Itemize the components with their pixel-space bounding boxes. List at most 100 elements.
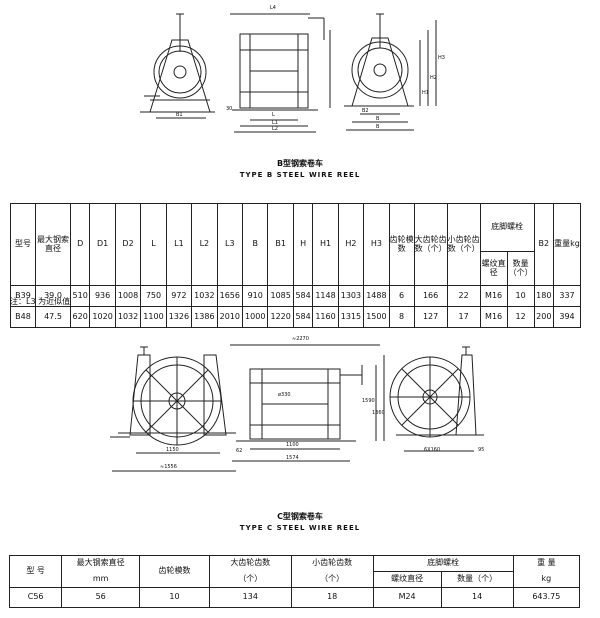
cell: 1032	[191, 285, 218, 307]
cell: 1326	[165, 306, 193, 328]
cell: 47.5	[35, 306, 71, 328]
cell: 1008	[114, 285, 142, 307]
header-d: D	[69, 203, 91, 286]
cell: 910	[242, 285, 269, 307]
cell: M16	[479, 285, 508, 307]
cell: 1315	[337, 306, 365, 328]
cell: 22	[446, 285, 481, 307]
header-anchor-bolt: 底脚螺栓	[479, 203, 535, 252]
cell: 584	[292, 306, 314, 328]
header-qty: 数量（个）	[440, 571, 514, 588]
header-l: L	[140, 203, 167, 286]
header-d1: D1	[89, 203, 116, 286]
cell: 18	[290, 587, 374, 608]
type-c-front-view	[230, 344, 385, 462]
type-c-drawings	[110, 344, 484, 472]
type-c-label-1360: 1360	[372, 410, 385, 416]
cell: 620	[69, 306, 91, 328]
header-model: 型 号	[8, 555, 63, 588]
type-b-label-l2: L2	[272, 126, 278, 132]
cell: 1500	[363, 306, 390, 328]
type-c-label-1100: 1100	[286, 442, 299, 448]
type-b-side-view-left	[140, 13, 215, 119]
header-big-gear-unit: （个）	[208, 571, 292, 588]
cell: 643.75	[512, 587, 581, 608]
cell: 6	[388, 285, 415, 307]
cell: 1303	[337, 285, 365, 307]
type-b-front-view	[230, 13, 331, 133]
cell: 10	[506, 285, 535, 307]
table-row: B48 47.5 620 1020 1032 1100 1326 1386 20…	[10, 306, 581, 328]
type-b-note: 注：L3 为近似值	[10, 297, 71, 306]
header-weight: 重量kg	[553, 203, 581, 286]
type-c-label-330: ø330	[278, 392, 291, 398]
type-b-label-l1: L1	[272, 120, 278, 126]
type-c-label-6x160: 6X160	[424, 447, 441, 453]
cell: 166	[413, 285, 448, 307]
header-b1: B1	[267, 203, 294, 286]
header-max-dia-unit: mm	[61, 571, 141, 588]
cell: 127	[413, 306, 448, 328]
type-c-spec-table: 型 号 最大钢索直径 齿轮模数 大齿轮齿数 小齿轮齿数 底脚螺栓 重 量 mm …	[8, 555, 581, 608]
cell: 1386	[191, 306, 218, 328]
type-b-label-l4: L4	[270, 5, 276, 11]
cell: 1148	[312, 285, 339, 307]
cell: 180	[533, 285, 555, 307]
type-c-label-62: 62	[236, 448, 243, 454]
header-b2: B2	[533, 203, 555, 286]
header-anchor-bolt: 底脚螺栓	[372, 555, 514, 572]
cell: 10	[139, 587, 210, 608]
type-b-label-b-outer: B	[376, 124, 380, 130]
cell: 394	[553, 306, 581, 328]
header-big-gear: 大齿轮齿数	[208, 555, 292, 572]
type-c-label-95: 95	[478, 447, 485, 453]
header-h2: H2	[337, 203, 365, 286]
type-c-side-view-left	[110, 346, 236, 472]
header-h3: H3	[363, 203, 390, 286]
header-thread-dia: 螺纹直径	[479, 251, 508, 286]
type-c-side-view-right	[389, 346, 484, 452]
type-b-side-view-right	[344, 13, 437, 131]
header-gear-module: 齿轮模数	[388, 203, 415, 286]
cell: 1488	[363, 285, 390, 307]
type-b-label-b1: B1	[176, 112, 183, 118]
type-b-label-h1: H1	[422, 90, 429, 96]
type-c-label-1556: ≈1556	[160, 464, 177, 470]
header-d2: D2	[114, 203, 142, 286]
header-small-gear-unit: （个）	[290, 571, 374, 588]
header-max-dia: 最大钢索直径	[35, 203, 71, 286]
header-l2: L2	[191, 203, 218, 286]
cell: C56	[8, 587, 63, 608]
type-b-label-l: L	[272, 112, 275, 118]
type-c-label-1574: 1574	[286, 455, 299, 461]
header-qty: 数量（个）	[506, 251, 535, 286]
type-c-label-1150: 1150	[166, 447, 179, 453]
table-row: C56 56 10 134 18 M24 14 643.75	[8, 587, 581, 608]
cell: 14	[440, 587, 514, 608]
table-row: B39 39.0 510 936 1008 750 972 1032 1656 …	[10, 285, 581, 307]
header-h: H	[292, 203, 314, 286]
header-small-gear: 小齿轮齿数	[290, 555, 374, 572]
type-b-drawings	[140, 13, 437, 133]
header-l1: L1	[165, 203, 193, 286]
header-b: B	[242, 203, 269, 286]
cell: 1220	[267, 306, 294, 328]
type-b-label-b: B	[376, 116, 380, 122]
cell: 56	[61, 587, 141, 608]
header-model: 型号	[10, 203, 36, 286]
type-b-title-cn: B型钢索卷车	[276, 159, 324, 168]
header-thread-dia: 螺纹直径	[372, 571, 442, 588]
header-gear-module: 齿轮模数	[139, 555, 210, 588]
cell: 2010	[216, 306, 244, 328]
header-weight: 重 量	[512, 555, 581, 572]
type-c-label-2270: ≈2270	[292, 336, 309, 342]
type-b-title-en: TYPE B STEEL WIRE REEL	[239, 171, 361, 179]
header-big-gear: 大齿轮齿数（个）	[413, 203, 448, 286]
type-b-label-b2: B2	[362, 108, 369, 114]
header-l3: L3	[216, 203, 244, 286]
header-max-dia: 最大钢索直径	[61, 555, 141, 572]
cell: 337	[553, 285, 581, 307]
cell: M24	[372, 587, 442, 608]
type-b-spec-table: 型号 最大钢索直径 D D1 D2 L L1 L2 L3 B B1 H H1 H…	[10, 203, 581, 328]
cell: 936	[89, 285, 116, 307]
